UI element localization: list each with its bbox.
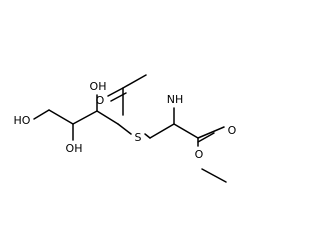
label-o-ester: O <box>195 148 204 161</box>
bond-c3-c4 <box>48 109 74 125</box>
label-nh: NH <box>167 93 184 106</box>
bond-c2-c3 <box>72 110 98 125</box>
bond-o-methyl <box>201 168 227 183</box>
bond-alpha-ch2 <box>149 123 175 139</box>
bond-ester-c-o-double <box>197 132 215 143</box>
bond-acetyl-carbonyl-a <box>107 87 124 97</box>
bond-alpha-ester-c <box>173 123 199 139</box>
bond-s-ch2-chain <box>117 123 132 135</box>
atom-label-layer: NH O S O O OH OH HO <box>14 80 237 161</box>
bond-ester-c-o-single <box>197 126 225 139</box>
label-oh-c2: OH <box>90 80 107 93</box>
label-o-acetyl: O <box>96 94 105 107</box>
label-s: S <box>135 131 142 144</box>
bond-c4-ho <box>33 109 50 120</box>
bond-c1-c2 <box>96 110 119 125</box>
bond-acetyl-methyl <box>122 74 147 89</box>
bond-ch2-s <box>144 133 151 139</box>
bond-layer <box>33 74 227 183</box>
label-o-carbonyl: O <box>228 124 237 137</box>
label-ho-c4: HO <box>14 114 31 127</box>
structure-canvas: NH O S O O OH OH HO <box>14 74 237 183</box>
molecule-diagram: NH O S O O OH OH HO <box>14 74 237 183</box>
label-oh-c3: OH <box>66 142 83 155</box>
